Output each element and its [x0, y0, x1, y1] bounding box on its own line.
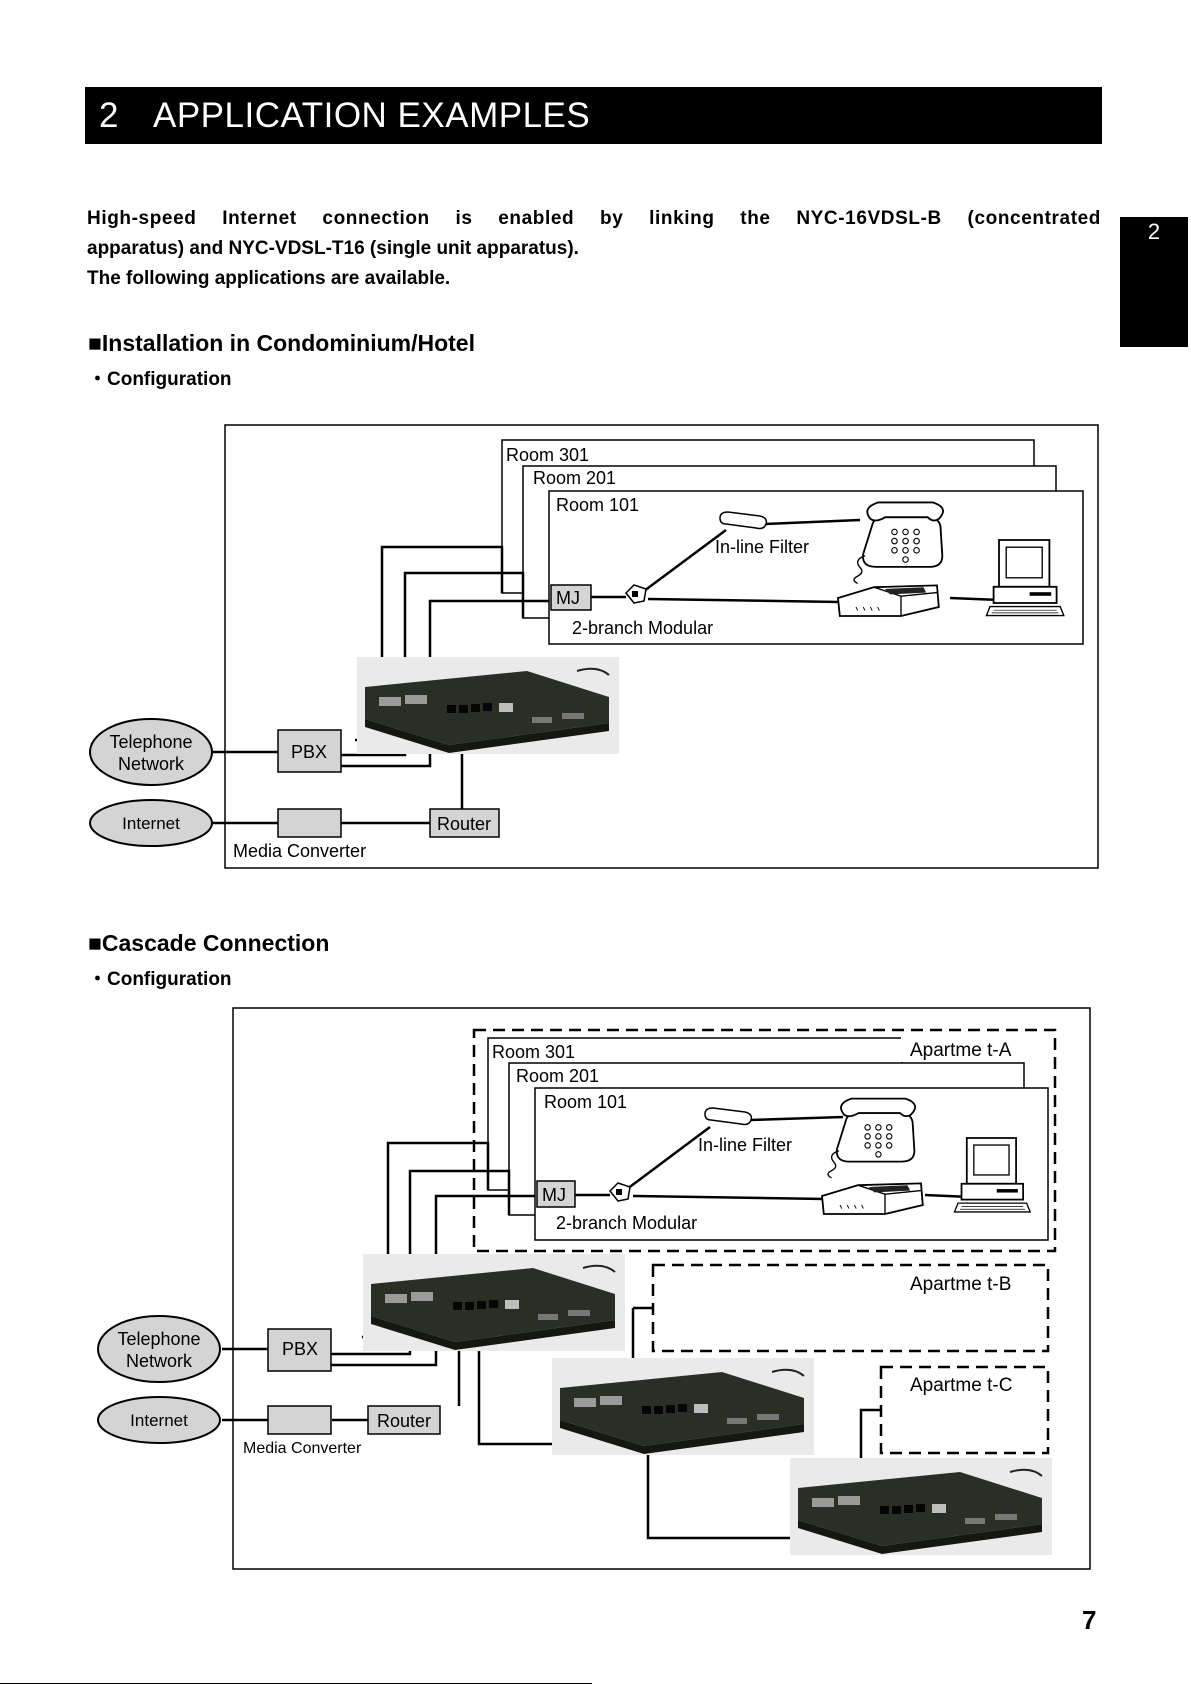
internet-node-1: [89, 799, 213, 847]
pbx-box-1: [277, 729, 342, 773]
room201-label: Room 201: [533, 468, 616, 488]
internet-node-2: [97, 1396, 221, 1444]
apartment-c-label: Apartme t-C: [910, 1375, 1012, 1396]
telephone-network-node-1: [89, 718, 213, 786]
vdsl-concentrator-2c: [789, 1457, 1053, 1556]
intro-line-2: apparatus) and NYC-VDSL-T16 (single unit…: [87, 238, 579, 259]
apartment-a-box: [472, 1028, 1057, 1253]
intro-line-1: High-speed Internet connection is enable…: [87, 208, 1101, 229]
mj-jack-1: [550, 584, 592, 611]
router-label-1: Router: [437, 814, 491, 834]
side-tab-number: 2: [1147, 219, 1161, 244]
inline-filter-label-2: In-line Filter: [698, 1135, 792, 1155]
vdsl-concentrator-2a: [362, 1253, 626, 1352]
bottom-rule: [0, 1683, 592, 1684]
network-label-1: Network: [118, 754, 185, 774]
page-number: 7: [1082, 1605, 1097, 1635]
chapter-side-tab: 2: [1120, 217, 1188, 347]
room201-label-2: Room 201: [516, 1066, 599, 1086]
room301-label-2: Room 301: [492, 1042, 575, 1062]
media-converter-box-1: [277, 808, 342, 838]
pbx-label-2: PBX: [282, 1339, 318, 1359]
apartment-a-label-bg: [901, 1032, 1053, 1062]
section2-heading: ■Cascade Connection: [88, 930, 330, 956]
network-label-2: Network: [126, 1351, 193, 1371]
pbx-label-1: PBX: [291, 742, 327, 762]
telephone-label-2: Telephone: [117, 1329, 200, 1349]
chapter-title-bar: 2 APPLICATION EXAMPLES: [85, 87, 1102, 144]
apartment-b-label: Apartme t-B: [910, 1274, 1011, 1295]
chapter-number: 2: [99, 96, 119, 135]
vdsl-concentrator-1: [356, 656, 620, 755]
media-converter-box-2: [267, 1405, 332, 1435]
apartment-a-label-top: Apartme t-A: [910, 1040, 1012, 1061]
room101-box-2: [534, 1087, 1049, 1241]
telephone-network-node-2: [97, 1315, 221, 1383]
mj-label-2: MJ: [542, 1185, 566, 1205]
media-converter-label-1: Media Converter: [233, 841, 366, 861]
internet-label-1: Internet: [122, 814, 180, 833]
chapter-title: APPLICATION EXAMPLES: [152, 96, 591, 135]
room101-box: [548, 490, 1084, 645]
mj-label-1: MJ: [556, 588, 580, 608]
pbx-box-2: [267, 1328, 332, 1372]
section2-subheading: ・Configuration: [88, 969, 232, 990]
modular-label-2: 2-branch Modular: [556, 1213, 697, 1233]
router-box-1: [429, 808, 500, 838]
room101-label-2: Room 101: [544, 1092, 627, 1112]
inline-filter-label-1: In-line Filter: [715, 537, 809, 557]
media-converter-label-2: Media Converter: [243, 1440, 362, 1457]
telephone-label-1: Telephone: [109, 732, 192, 752]
room301-label: Room 301: [506, 445, 589, 465]
intro-line-3: The following applications are available…: [87, 268, 451, 289]
intro-text: High-speed Internet connection is enable…: [87, 204, 1101, 294]
vdsl-concentrator-2b: [551, 1357, 815, 1456]
mj-jack-2: [536, 1180, 576, 1208]
router-label-2: Router: [377, 1411, 431, 1431]
diagram2-frame: [232, 1007, 1091, 1570]
room101-label: Room 101: [556, 495, 639, 515]
modular-label-1: 2-branch Modular: [572, 618, 713, 638]
section1-heading: ■Installation in Condominium/Hotel: [88, 330, 475, 356]
section1-subheading: ・Configuration: [88, 369, 232, 390]
router-box-2: [367, 1405, 441, 1435]
diagram1-frame: [224, 424, 1099, 869]
internet-label-2: Internet: [130, 1411, 188, 1430]
